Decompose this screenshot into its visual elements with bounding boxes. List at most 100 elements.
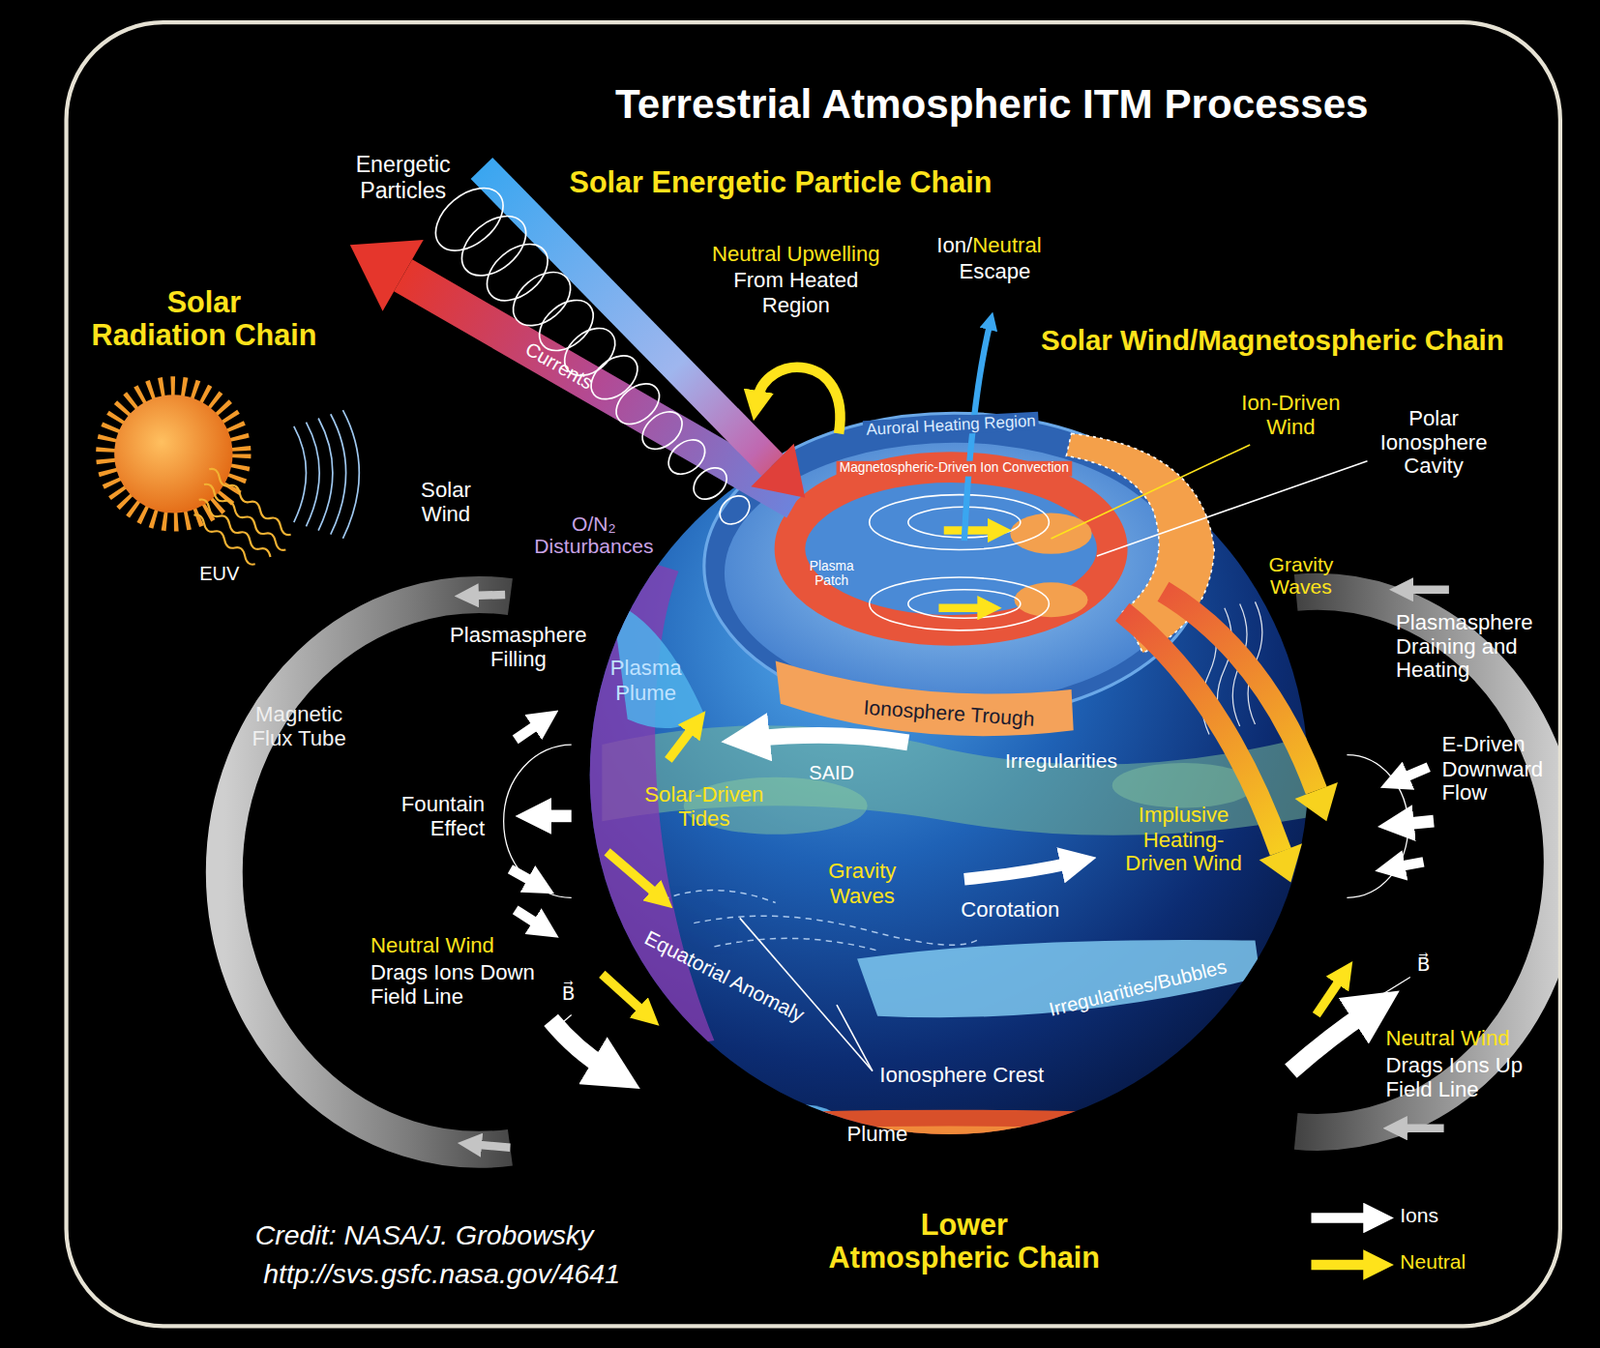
text-line: Neutral	[972, 233, 1041, 258]
text-line: Wind	[420, 501, 472, 526]
text-line: Magnetospheric-Driven Ion Convection	[839, 461, 1069, 476]
text-line: Gravity	[828, 859, 896, 884]
heating-blob	[1014, 582, 1089, 618]
text-line: Solar Energetic Particle Chain	[568, 166, 992, 200]
particle-spiral	[423, 176, 755, 531]
text-line: Terrestrial Atmospheric ITM Processes	[615, 81, 1369, 127]
callout-label: Corotation	[960, 897, 1060, 922]
neutral-arrow	[601, 974, 645, 1013]
callout-label: Plasma Patch	[809, 559, 855, 590]
legend-sample-neutral	[1310, 1260, 1372, 1272]
text-line: Draining and	[1395, 634, 1534, 659]
callout-label: Solar Wind/Magnetospheric Chain	[1040, 324, 1505, 356]
said-arrow	[755, 735, 909, 743]
neutral-arrow	[607, 852, 659, 896]
illustration-part	[294, 426, 307, 523]
illustration-part	[869, 577, 1050, 631]
text-line: Corotation	[960, 897, 1060, 922]
heating-arrow-head	[1295, 782, 1338, 822]
text-line: Driven Wind	[1125, 851, 1243, 876]
illustration-part	[741, 1103, 834, 1126]
callout-label: B⃗	[562, 982, 576, 1005]
polar-cap	[724, 443, 1185, 705]
text-line: Downward	[1442, 756, 1544, 781]
illustration-part	[450, 204, 537, 288]
legend-sample-ions	[1310, 1213, 1372, 1224]
text-line: Field Line	[370, 983, 535, 1008]
illustration-part	[305, 422, 320, 528]
illustration-part	[635, 404, 690, 457]
callout-label: Credit: NASA/J. Grobowsky	[255, 1220, 594, 1252]
text-line: Solar	[91, 285, 318, 319]
callout-label: B⃗	[1417, 953, 1431, 976]
text-line: Tides	[644, 806, 764, 831]
callout-label: Plasma Plume	[610, 655, 682, 705]
tube-arrow	[1399, 1124, 1444, 1132]
fountain-arrow	[515, 722, 541, 741]
fountain-arrow	[509, 869, 535, 885]
text-line: Credit: NASA/J. Grobowsky	[255, 1220, 594, 1252]
callout-label: Plasmasphere Filling	[449, 622, 588, 671]
callout-label: Implusive Heating-Driven Wind	[1125, 802, 1243, 875]
particle-arrow	[481, 168, 773, 466]
upwelling-arrow	[757, 367, 841, 435]
callout-label: Neutral Wind	[1385, 1026, 1510, 1051]
illustration-part	[908, 590, 1021, 620]
text-line: Waves	[828, 883, 896, 908]
text-line: Irregularities	[1005, 749, 1118, 773]
ion-wind-arrow	[938, 603, 984, 612]
euv-waves	[193, 469, 291, 565]
text-line: Ionosphere	[1380, 430, 1488, 455]
text-line: Cavity	[1380, 453, 1488, 478]
callout-label: SAID	[808, 762, 855, 784]
text-line: Disturbances	[533, 534, 653, 559]
callout-label: Ionosphere Crest	[879, 1063, 1044, 1088]
text-line: Ions	[1399, 1204, 1439, 1228]
illustration-part	[601, 725, 1316, 836]
text-line: Energetic	[355, 152, 451, 178]
illustration-part	[869, 495, 1050, 551]
text-line: Plasmasphere	[1395, 610, 1534, 635]
flux-tube	[1296, 592, 1561, 1133]
text-line: EUV	[199, 562, 239, 585]
callout-label: Neutral	[972, 233, 1041, 258]
illustration-part	[663, 890, 980, 952]
illustration-part	[663, 890, 776, 904]
text-line: Gravity	[1269, 553, 1334, 577]
text-line: Heating-	[1125, 827, 1243, 852]
illustration-part	[330, 414, 347, 534]
neutral-arrow	[1316, 977, 1342, 1016]
text-line: Plume	[847, 1122, 909, 1147]
callout-label: Ion-Driven Wind	[1241, 390, 1340, 440]
text-line: Filling	[449, 646, 588, 671]
text-line: From Heated	[733, 267, 859, 293]
text-line: Neutral	[1399, 1250, 1466, 1275]
callout-label: Gravity Waves	[828, 859, 896, 908]
tube-arrow	[1406, 585, 1450, 593]
flow-arrow	[1395, 861, 1423, 867]
heating-arrow-head	[1259, 843, 1303, 883]
radiation-arrow-head	[350, 239, 424, 312]
solar-wind-arcs	[294, 410, 360, 539]
text-line: Flux Tube	[251, 726, 346, 751]
leader-line	[1096, 461, 1368, 557]
callout-label: Magnetic Flux Tube	[251, 702, 346, 751]
text-line: Solar Wind/Magnetospheric Chain	[1040, 324, 1505, 356]
particle-arrow-head	[750, 444, 805, 499]
corotation-arrow	[964, 862, 1072, 880]
auroral-oval	[789, 467, 1112, 631]
illustration-part	[713, 490, 755, 531]
ion-wind-arrow	[944, 526, 996, 534]
callout-label: Ion/	[936, 233, 973, 258]
callout-label: Solar Energetic Particle Chain	[568, 166, 992, 200]
text-line: Flow	[1442, 780, 1544, 805]
callout-label: Plasmasphere Draining and Heating	[1395, 610, 1534, 682]
text-line: Neutral Wind	[370, 933, 495, 958]
illustration-part	[687, 461, 734, 505]
text-line: Field Line	[1385, 1076, 1523, 1101]
flow-arrow	[1402, 821, 1434, 825]
diagram-title: Terrestrial Atmospheric ITM Processes	[615, 81, 1369, 127]
illustration-part	[318, 417, 333, 531]
